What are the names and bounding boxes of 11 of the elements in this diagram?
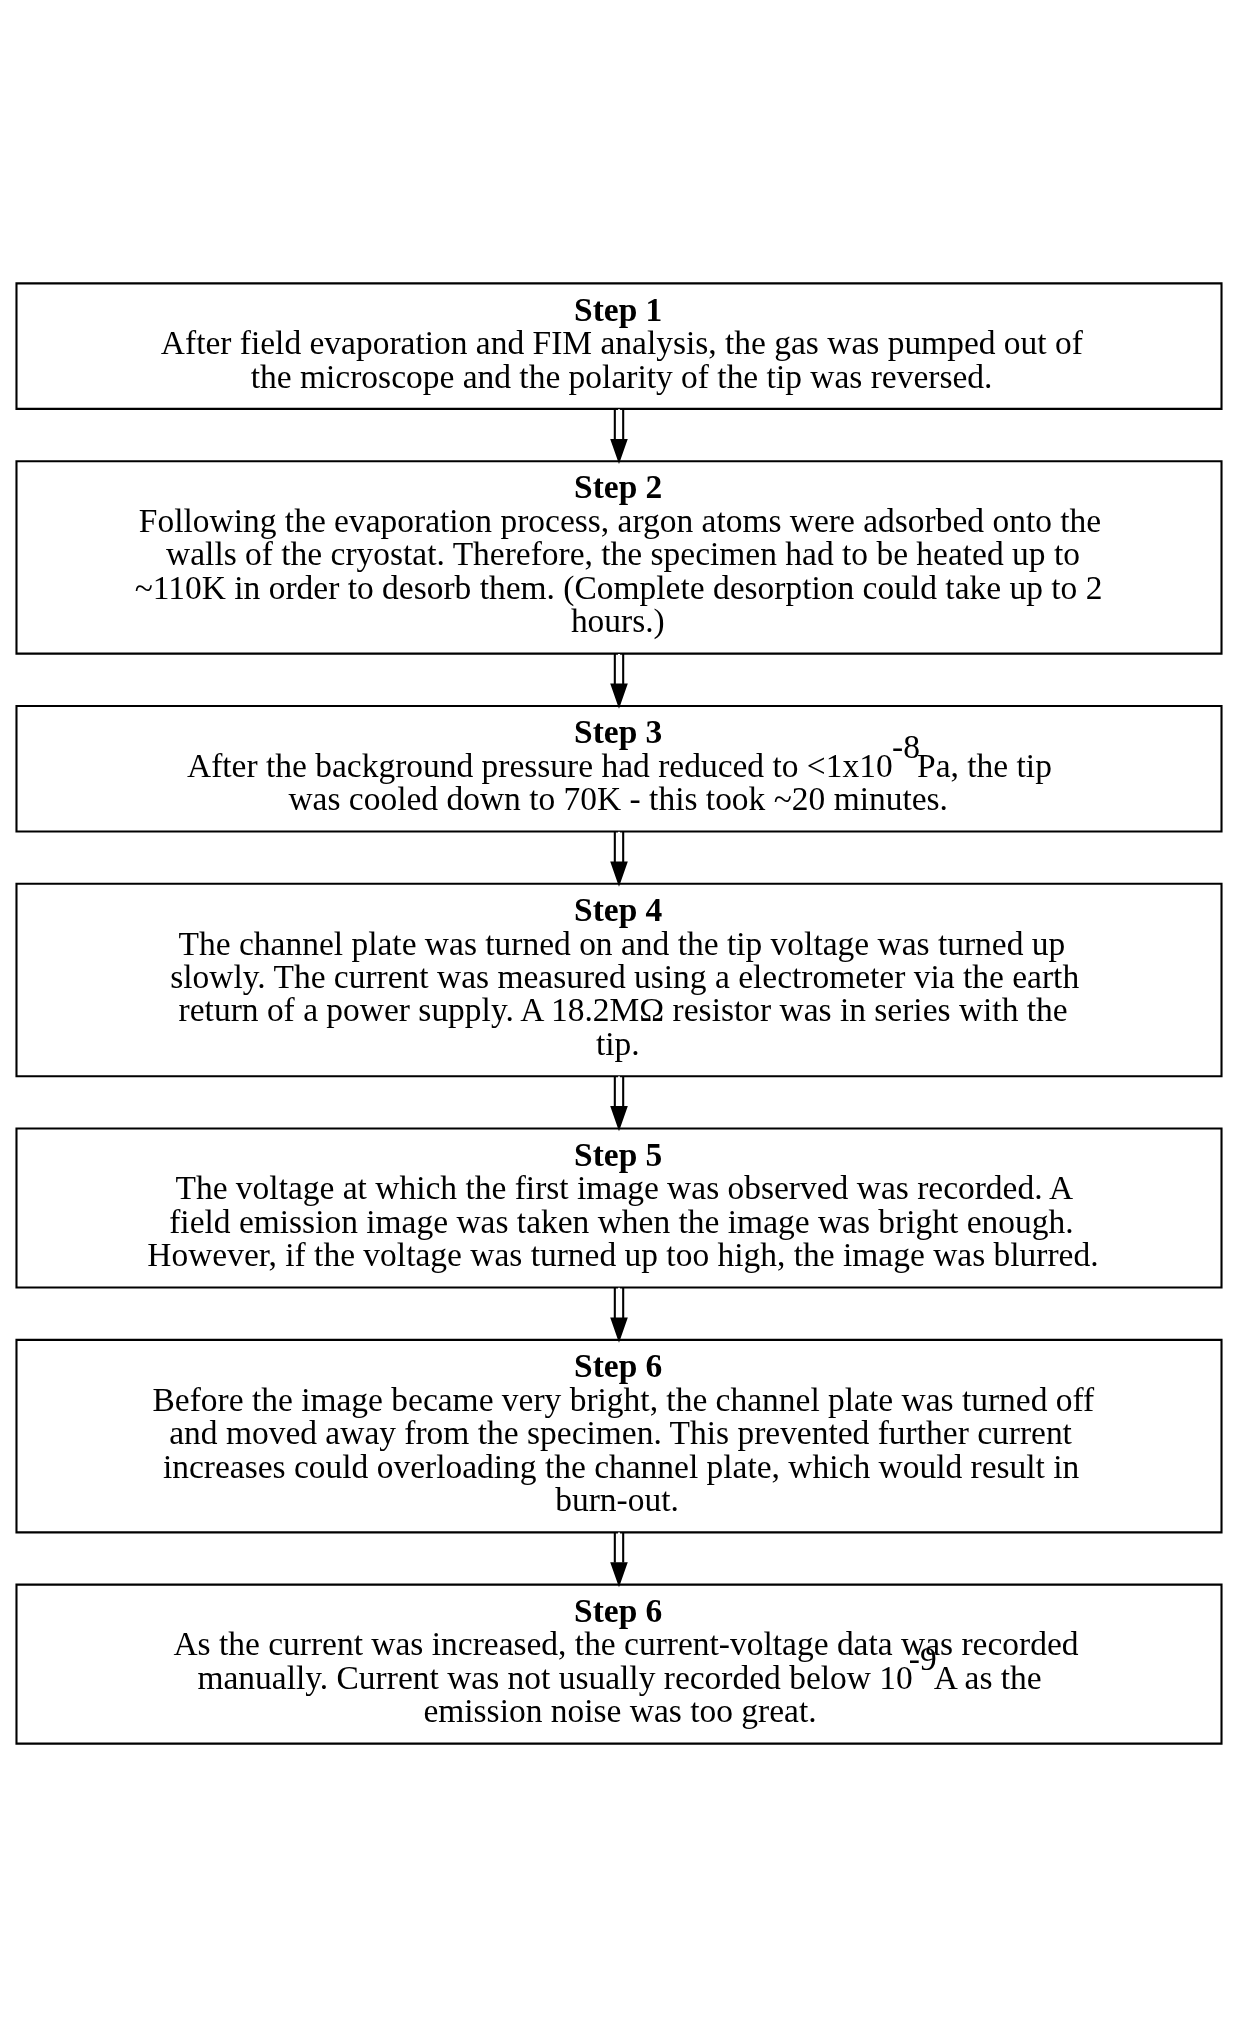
arrow bbox=[610, 654, 628, 709]
arrow bbox=[610, 1532, 628, 1588]
arrow bbox=[610, 1076, 628, 1132]
node-box: Step 5 The voltage at which the first image was observed was recorded. A field emission image was taken when the image was bright enough. However, if the voltage was turned up too high, the image was blurred. bbox=[15, 1127, 1223, 1289]
node-box: Step 6 Before the image became very bright, the channel plate was turned off and moved away from the specimen. This prevented further current increases could overloading the channel plate, which would result in burn-out. bbox=[15, 1338, 1223, 1534]
node-box: Step 4 The channel plate was turned on and the tip voltage was turned up slowly. The current was measured using a electrometer via the earth return of a power supply. A 18.2MΩ resistor was in series with the tip. bbox=[15, 882, 1223, 1078]
node-box: Step 2 Following the evaporation process, argon atoms were adsorbed onto the walls of the cryostat. Therefore, the specimen had to be heated up to ~110K in order to desorb them. (Complete desorption could take up to 2 hours.) bbox=[15, 460, 1223, 655]
arrow bbox=[610, 831, 628, 887]
arrow bbox=[610, 1287, 628, 1343]
node-box: Step 1 After field evaporation and FIM analysis, the gas was pumped out of the microscope and the polarity of the tip was reversed. bbox=[15, 282, 1223, 410]
arrow bbox=[610, 409, 628, 465]
